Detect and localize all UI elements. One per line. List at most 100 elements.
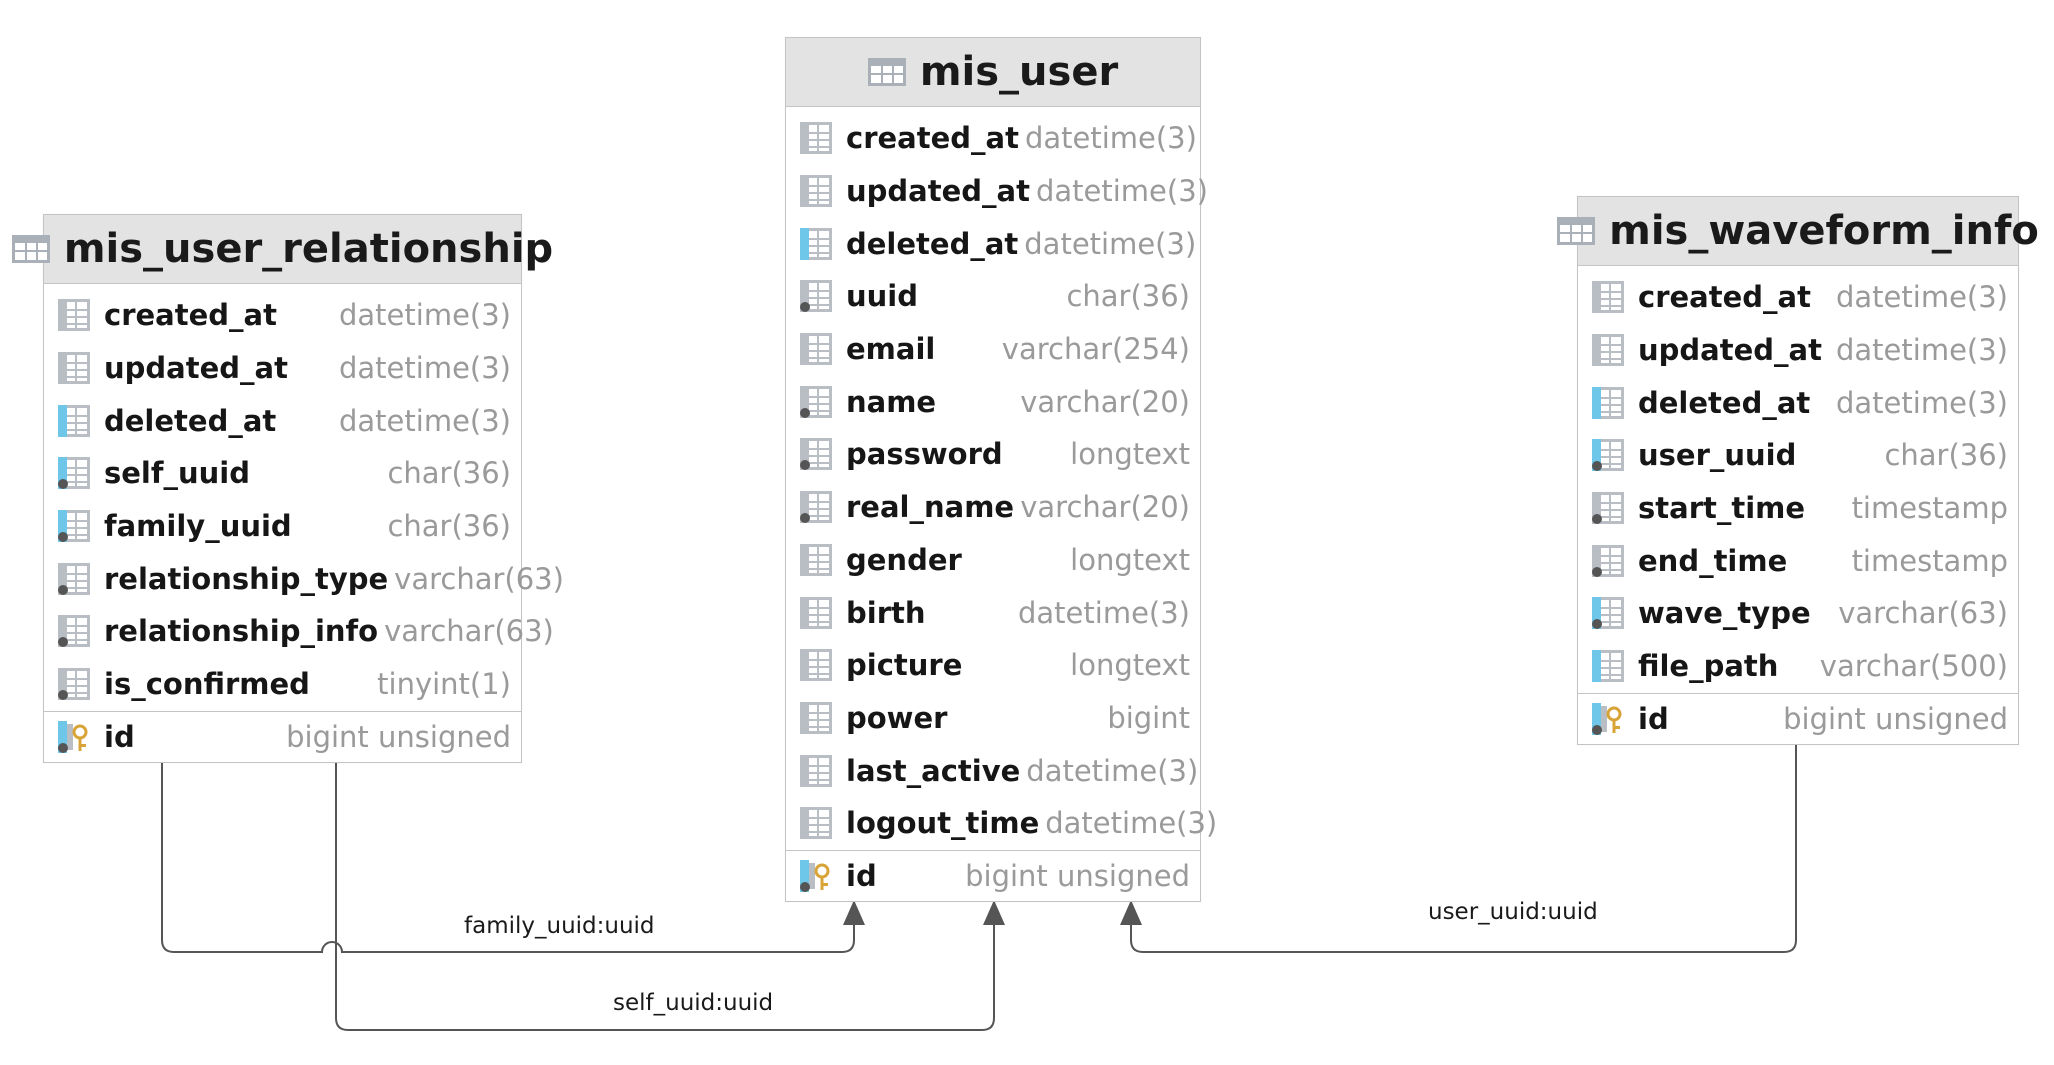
index-notnull-column-icon xyxy=(58,510,90,543)
primary-key-row[interactable]: id bigint unsigned xyxy=(786,851,1200,901)
column-type: varchar(63) xyxy=(384,614,554,649)
column-icon xyxy=(800,701,832,734)
notnull-column-icon xyxy=(1592,492,1624,525)
column-name: deleted_at xyxy=(1638,385,1811,420)
column-icon xyxy=(800,175,832,208)
column-row[interactable]: deleted_at datetime(3) xyxy=(44,394,521,447)
column-name: is_confirmed xyxy=(104,667,310,702)
column-icon xyxy=(800,543,832,576)
column-type: varchar(20) xyxy=(1020,490,1190,525)
column-name: updated_at xyxy=(846,174,1030,209)
column-name: birth xyxy=(846,595,926,630)
primary-key-name: id xyxy=(846,858,877,893)
column-name: password xyxy=(846,437,1003,472)
column-name: deleted_at xyxy=(104,403,277,438)
column-name: relationship_info xyxy=(104,614,379,649)
column-type: datetime(3) xyxy=(339,403,511,438)
column-type: longtext xyxy=(1070,542,1190,577)
column-type: varchar(254) xyxy=(1001,332,1190,367)
table-title: mis_waveform_info xyxy=(1609,208,2039,254)
column-type: datetime(3) xyxy=(1045,806,1218,841)
table-icon xyxy=(867,58,906,86)
primary-key-type: bigint unsigned xyxy=(965,858,1190,893)
relationship-label-user-uuid: user_uuid:uuid xyxy=(1428,899,1598,925)
column-row[interactable]: birth datetime(3) xyxy=(786,586,1200,639)
index-notnull-column-icon xyxy=(58,457,90,490)
column-row[interactable]: end_time timestamp xyxy=(1578,534,2018,587)
table-title: mis_user_relationship xyxy=(63,226,554,272)
column-type: longtext xyxy=(1070,437,1190,472)
notnull-column-icon xyxy=(800,491,832,524)
column-icon xyxy=(800,122,832,155)
primary-key-section: id bigint unsigned xyxy=(786,849,1200,901)
column-icon xyxy=(800,807,832,840)
column-icon xyxy=(800,596,832,629)
column-type: varchar(500) xyxy=(1819,649,2008,684)
notnull-column-icon xyxy=(58,668,90,701)
index-notnull-column-icon xyxy=(1592,439,1624,472)
column-row[interactable]: password longtext xyxy=(786,428,1200,481)
notnull-column-icon xyxy=(58,562,90,595)
arrowhead-family-uuid xyxy=(843,900,865,925)
primary-key-name: id xyxy=(104,719,135,754)
primary-key-icon xyxy=(1592,702,1624,735)
column-type: datetime(3) xyxy=(1035,174,1208,209)
column-type: varchar(63) xyxy=(1838,596,2008,631)
index-column-icon xyxy=(1592,386,1624,419)
column-type: timestamp xyxy=(1851,543,2008,578)
column-name: relationship_type xyxy=(104,561,389,596)
column-name: updated_at xyxy=(104,351,288,386)
column-type: char(36) xyxy=(1884,438,2008,473)
table-icon xyxy=(1557,217,1596,245)
primary-key-icon xyxy=(800,859,832,892)
relationship-label-self-uuid: self_uuid:uuid xyxy=(613,990,774,1016)
column-row[interactable]: email varchar(254) xyxy=(786,323,1200,376)
column-type: datetime(3) xyxy=(1018,595,1190,630)
column-name: power xyxy=(846,700,948,735)
notnull-column-icon xyxy=(1592,544,1624,577)
column-icon xyxy=(1592,281,1624,314)
table-header: mis_user_relationship xyxy=(11,215,553,284)
column-name: created_at xyxy=(1638,280,1811,315)
notnull-column-icon xyxy=(800,438,832,471)
primary-key-name: id xyxy=(1638,701,1669,736)
notnull-column-icon xyxy=(58,615,90,648)
arrowhead-self-uuid xyxy=(983,900,1005,925)
column-name: email xyxy=(846,332,936,367)
column-name: end_time xyxy=(1638,543,1788,578)
